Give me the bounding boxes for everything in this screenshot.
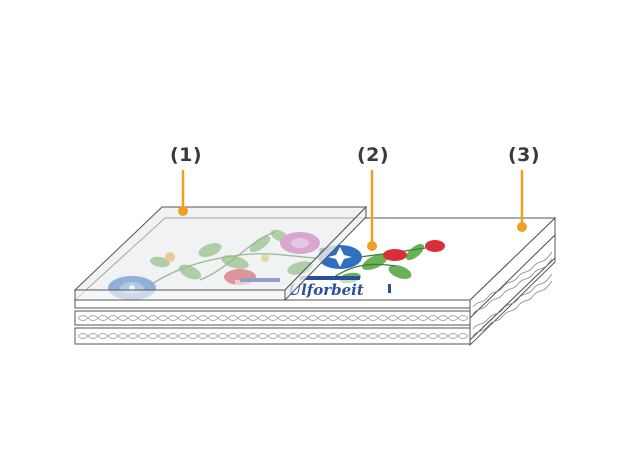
board-right-corrugation	[472, 251, 553, 337]
callout-dot-1	[178, 206, 188, 216]
board-front-layers	[74, 299, 471, 345]
callout-dots	[178, 206, 527, 251]
board-front-corrugation	[77, 315, 469, 339]
callout-label-3: (3)	[508, 144, 541, 166]
callout-label-2: (2)	[357, 144, 390, 166]
transparent-film-layer	[73, 205, 368, 302]
callout-dot-3	[517, 222, 527, 232]
callout-lines	[181, 170, 524, 245]
print-brand-text: Ulforbeit	[288, 281, 364, 299]
callout-dot-2	[367, 241, 377, 251]
callout-label-1: (1)	[170, 144, 203, 166]
